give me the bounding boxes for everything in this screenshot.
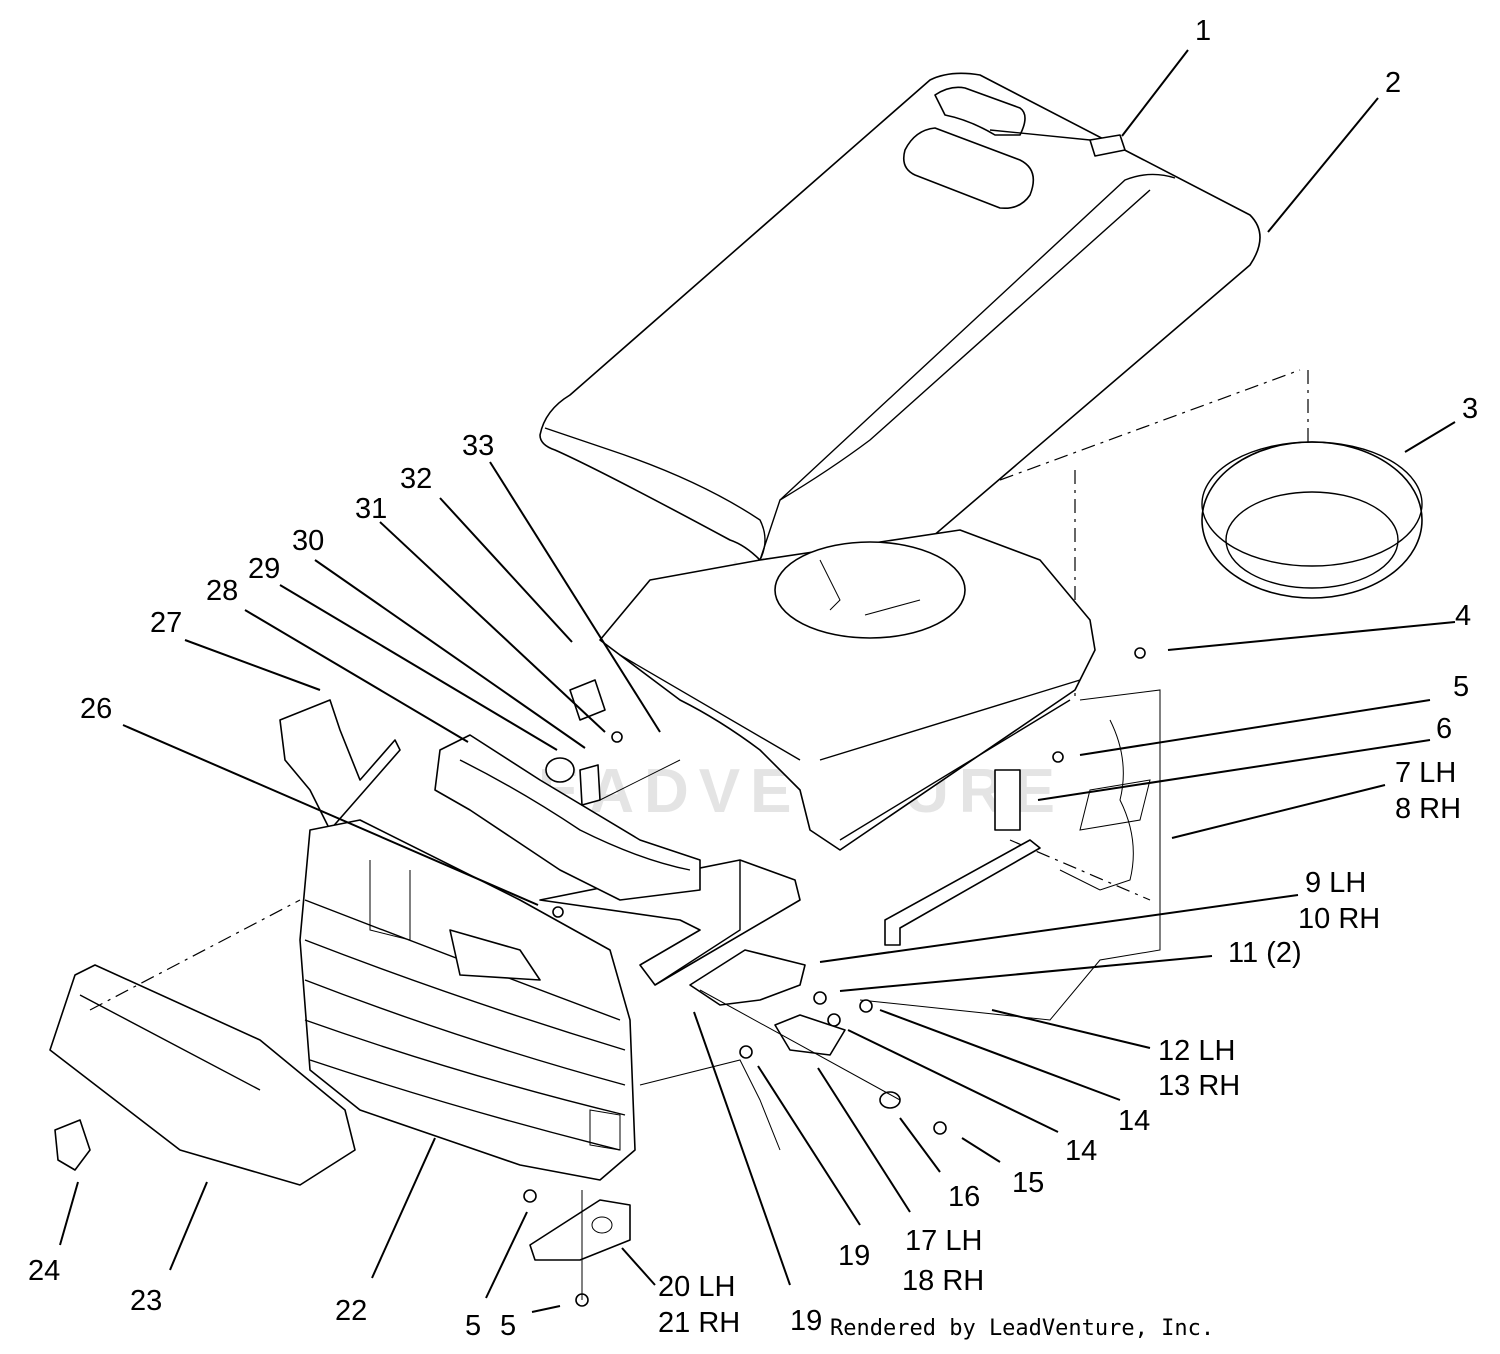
callout-7: 7 LH [1395, 757, 1456, 789]
leader-1 [1121, 49, 1189, 137]
leader-6 [1037, 739, 1431, 801]
callout-33: 33 [462, 430, 494, 462]
leader-30 [314, 559, 586, 749]
leader-9 [819, 894, 1299, 963]
callout-9: 9 LH [1305, 867, 1366, 899]
leader-4 [1167, 621, 1456, 651]
leader-28 [244, 609, 469, 743]
callout-29: 29 [248, 553, 280, 585]
air-duct [434, 734, 701, 901]
seal-ring [1201, 441, 1423, 599]
callout-14b: 14 [1065, 1135, 1097, 1167]
callout-23: 23 [130, 1285, 162, 1317]
leader-5 [1079, 699, 1431, 756]
callout-14a: 14 [1118, 1105, 1150, 1137]
latch-assembly [545, 679, 606, 806]
callout-13: 13 RH [1158, 1070, 1240, 1102]
callout-18: 18 RH [902, 1265, 984, 1297]
hardware [523, 647, 1146, 1307]
render-credit: Rendered by LeadVenture, Inc. [830, 1316, 1215, 1341]
leader-7 [1171, 784, 1386, 839]
callout-5c: 5 [500, 1310, 516, 1342]
callout-1: 1 [1195, 15, 1211, 47]
callout-3: 3 [1462, 393, 1478, 425]
emblem [54, 1119, 91, 1171]
hood [539, 72, 1261, 595]
leader-27 [184, 639, 321, 691]
callout-21: 21 RH [658, 1307, 740, 1339]
callout-28: 28 [206, 575, 238, 607]
callout-20: 20 LH [658, 1271, 735, 1303]
callout-16: 16 [948, 1181, 980, 1213]
callout-24: 24 [28, 1255, 60, 1287]
callout-5: 5 [1453, 671, 1469, 703]
leader-11 [839, 955, 1213, 992]
leader-5b [485, 1211, 528, 1299]
leader-12 [991, 1009, 1151, 1049]
leader-24 [59, 1181, 79, 1246]
leader-20 [621, 1247, 656, 1286]
leader-5c [531, 1305, 561, 1313]
leader-23 [169, 1181, 208, 1271]
leader-16 [899, 1117, 941, 1173]
callout-6: 6 [1436, 713, 1452, 745]
leader-15 [961, 1137, 1001, 1163]
callout-19b: 19 [790, 1305, 822, 1337]
leader-33 [489, 461, 661, 733]
callout-17: 17 LH [905, 1225, 982, 1257]
leader-2 [1267, 97, 1379, 233]
mount-plate [529, 1199, 631, 1261]
callout-11: 11 (2) [1228, 937, 1302, 969]
side-panel [994, 769, 1151, 831]
callout-8: 8 RH [1395, 793, 1461, 825]
leader-31 [379, 521, 606, 733]
callout-30: 30 [292, 525, 324, 557]
dash-panel [599, 529, 1096, 851]
leader-26 [122, 724, 539, 906]
callout-10: 10 RH [1298, 903, 1380, 935]
bumper [49, 899, 356, 1186]
leader-19a [757, 1065, 861, 1226]
leader-22 [371, 1137, 436, 1279]
callout-22: 22 [335, 1295, 367, 1327]
leader-17 [817, 1067, 911, 1213]
callout-2: 2 [1385, 67, 1401, 99]
callout-19a: 19 [838, 1240, 870, 1272]
callout-5b: 5 [465, 1310, 481, 1342]
support-bracket [279, 699, 401, 831]
leader-14a [879, 1009, 1121, 1101]
leader-32 [439, 497, 573, 643]
grille [299, 819, 636, 1181]
callout-4: 4 [1455, 600, 1471, 632]
callout-12: 12 LH [1158, 1035, 1235, 1067]
leader-lines [59, 49, 1456, 1313]
callout-labels: 1 2 3 4 5 6 7 LH 8 RH 9 LH 10 RH 11 (2) … [28, 15, 1478, 1342]
callout-27: 27 [150, 607, 182, 639]
leader-3 [1404, 421, 1456, 453]
callout-31: 31 [355, 493, 387, 525]
lower-rail [884, 839, 1041, 946]
callout-26: 26 [80, 693, 112, 725]
leader-19b [693, 1011, 791, 1286]
callout-32: 32 [400, 463, 432, 495]
callout-15: 15 [1012, 1167, 1044, 1199]
leader-29 [279, 584, 558, 751]
leader-14b [847, 1029, 1059, 1133]
